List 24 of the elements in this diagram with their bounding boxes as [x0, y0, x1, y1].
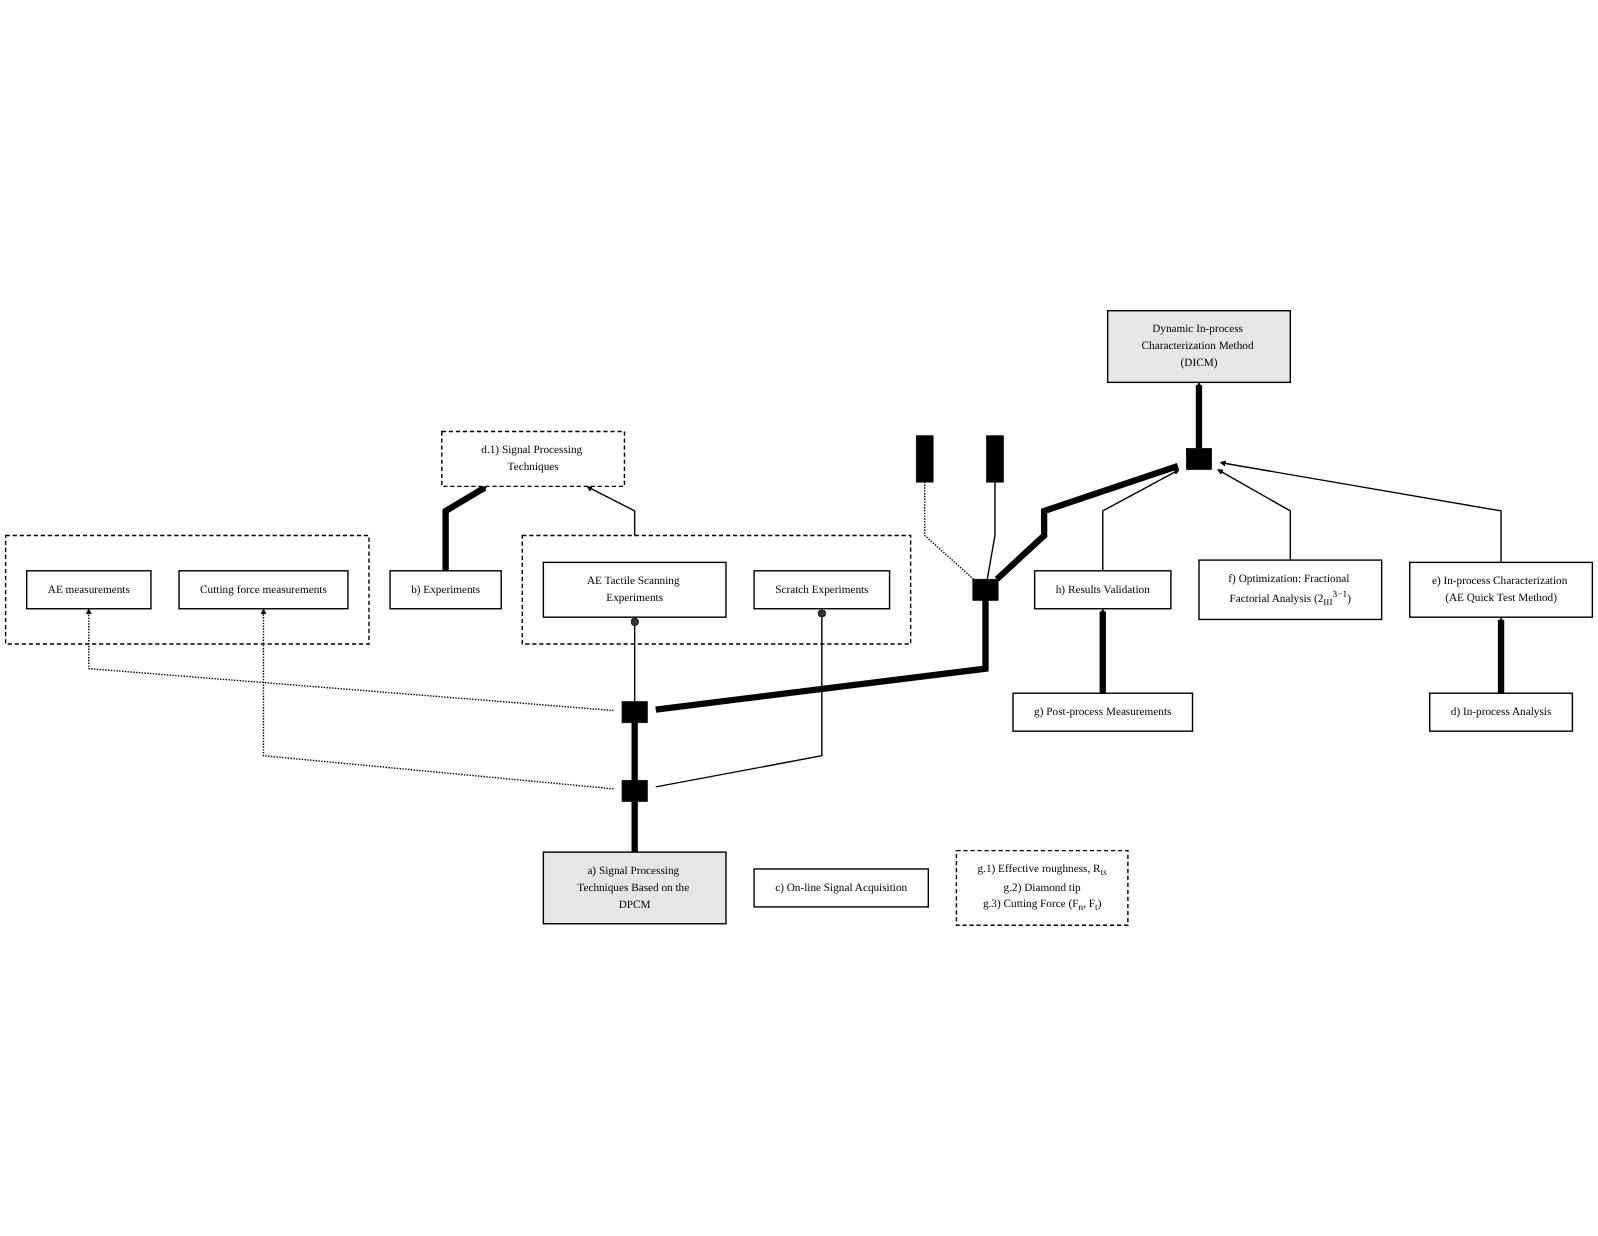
node-bar — [915, 435, 934, 483]
arrow — [260, 608, 615, 790]
connector — [655, 600, 989, 713]
arrow — [85, 608, 615, 712]
arrow — [1497, 616, 1505, 694]
arrow — [1195, 382, 1203, 449]
arrow — [442, 485, 488, 571]
connector — [655, 608, 827, 788]
cluster — [521, 534, 912, 645]
arrow — [1217, 469, 1291, 561]
arrow — [586, 486, 636, 537]
arrow — [1102, 469, 1180, 572]
node-box — [1186, 448, 1212, 470]
node-box — [621, 780, 648, 802]
node-box — [621, 701, 648, 724]
arrow — [1099, 608, 1106, 694]
cluster — [4, 534, 370, 645]
connector — [631, 722, 638, 781]
connector — [631, 801, 638, 853]
connector — [994, 463, 1179, 582]
node-bar — [986, 435, 1004, 483]
node-box — [972, 578, 999, 601]
connector — [630, 616, 639, 703]
arrow — [1219, 460, 1502, 564]
